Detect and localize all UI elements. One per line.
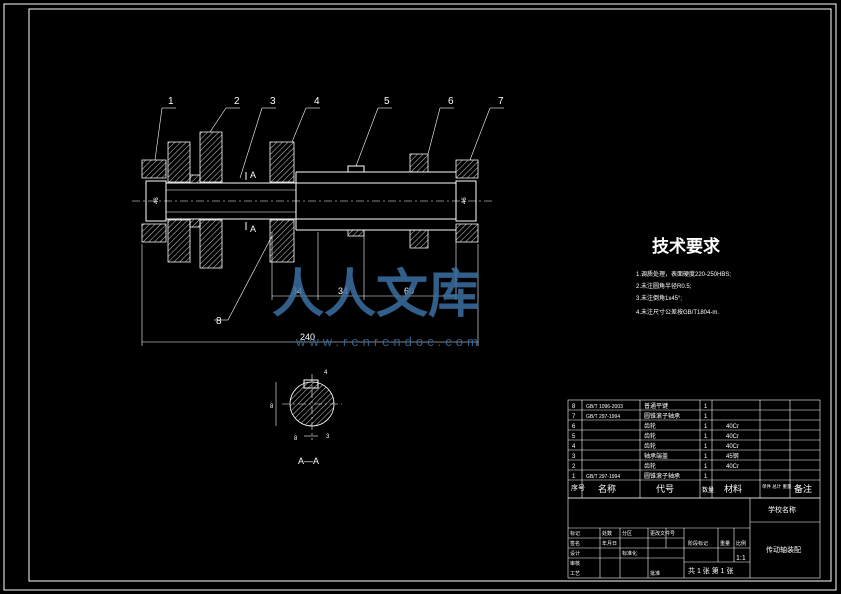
parts-header-no: 序号 [571,483,585,492]
parts-row-qty: 1 [704,414,708,420]
title-block-label: 工艺 [570,571,580,577]
title-block-label: 标记 [570,530,580,537]
parts-row-qty: 1 [704,464,708,470]
parts-row-no: 1 [572,474,576,480]
parts-row-qty: 1 [704,434,708,440]
parts-header-name: 名称 [598,483,616,494]
dimension-lines [141,232,479,346]
title-block-grid [567,497,821,579]
dim-34b: 34 [338,286,348,296]
dim-left-inner: 46 [154,197,160,204]
parts-row-no: 5 [572,434,576,440]
tech-req-4: 4.未注尺寸公差按GB/T1804-m. [636,308,719,316]
part-label-5: 5 [384,96,390,107]
parts-row-name: 轴承端盖 [644,452,668,460]
section-dim-right: 3 [326,434,330,440]
parts-row-no: 6 [572,424,576,430]
parts-header-material: 材料 [724,483,742,494]
parts-row-no: 8 [572,404,576,410]
parts-row-qty: 1 [704,444,708,450]
section-dim-keyw: 8 [294,436,298,442]
shaft-assembly [141,131,479,269]
parts-row-code: GB/T 297-1994 [586,414,620,420]
section-title: A—A [298,456,319,466]
part-label-8: 8 [216,316,222,327]
part-label-7: 7 [498,96,504,107]
parts-row-qty: 1 [704,404,708,410]
leader-lines [154,107,504,321]
part-label-2: 2 [234,96,240,107]
title-block-label: 分区 [622,530,632,537]
tech-req-2: 2.未注圆角半径R0.5; [636,282,692,290]
title-block-label: 比例 [736,540,746,547]
title-block-label: 年月日 [602,540,617,547]
title-block-label: 签名 [570,540,580,547]
parts-row-code: GB/T 1096-2003 [586,404,623,410]
parts-row-material: 45钢 [726,452,739,460]
section-mark-bottom: A [250,224,256,234]
parts-row-name: 圆锥滚子轴承 [644,412,680,420]
parts-header-weight: 单件 总计 重量 [762,483,792,490]
title-block-label: 阶段标记 [688,540,708,547]
title-block-label: 设计 [570,550,580,557]
part-label-4: 4 [314,96,320,107]
title-block-drawing-name: 传动轴装配 [766,545,801,554]
parts-row-material: 40Cr [726,434,739,440]
dim-right-inner: 46 [462,197,468,204]
parts-row-material: 40Cr [726,444,739,450]
section-mark-top: A [250,170,256,180]
title-block-label: 标准化 [622,550,637,557]
parts-row-no: 4 [572,444,576,450]
outer-border [3,3,837,591]
parts-row-qty: 1 [704,454,708,460]
parts-header-code: 代号 [656,484,674,494]
title-block-label: 处数 [602,530,612,537]
dim-34a: 34 [292,286,302,296]
section-dim-dia: 8 [270,404,274,410]
parts-header-qty: 数量 [702,486,714,494]
part-label-1: 1 [168,96,174,107]
tech-req-1: 1.调质处理，表面硬度220-250HBS; [636,270,731,278]
dim-240: 240 [300,332,315,342]
title-block-label: 审核 [570,560,580,567]
tech-req-3: 3.未注倒角1x45°; [636,294,682,302]
title-block-label: 批准 [650,570,660,577]
parts-row-name: 齿轮 [644,422,656,430]
title-block-label: 重量 [720,540,730,547]
part-label-6: 6 [448,96,454,107]
parts-row-qty: 1 [704,474,708,480]
parts-row-code: GB/T 297-1994 [586,474,620,480]
watermark-main: 人人文库 [272,266,480,324]
parts-row-name: 齿轮 [644,462,656,470]
parts-header-note: 备注 [794,483,812,494]
section-dim-keyh: 4 [324,370,328,376]
parts-row-name: 齿轮 [644,432,656,440]
parts-row-no: 7 [572,414,576,420]
watermark-url: www.renrendoc.com [295,334,482,349]
dim-60: 60 [404,286,414,296]
title-block-label: 更改文件号 [650,530,675,537]
parts-row-name: 齿轮 [644,442,656,450]
parts-row-qty: 1 [704,424,708,430]
inner-border [28,8,832,582]
part-label-3: 3 [270,96,276,107]
section-view [275,374,342,440]
parts-row-no: 2 [572,464,576,470]
parts-row-material: 40Cr [726,424,739,430]
title-block-sheet: 共 1 张 第 1 张 [688,566,734,575]
title-block-school: 学校名称 [768,505,796,514]
parts-row-no: 3 [572,454,576,460]
parts-row-name: 圆锥滚子轴承 [644,472,680,480]
tech-req-title: 技术要求 [652,236,720,256]
parts-row-material: 40Cr [726,464,739,470]
parts-row-name: 普通平键 [644,402,668,410]
title-block-scale: 1:1 [736,555,746,562]
